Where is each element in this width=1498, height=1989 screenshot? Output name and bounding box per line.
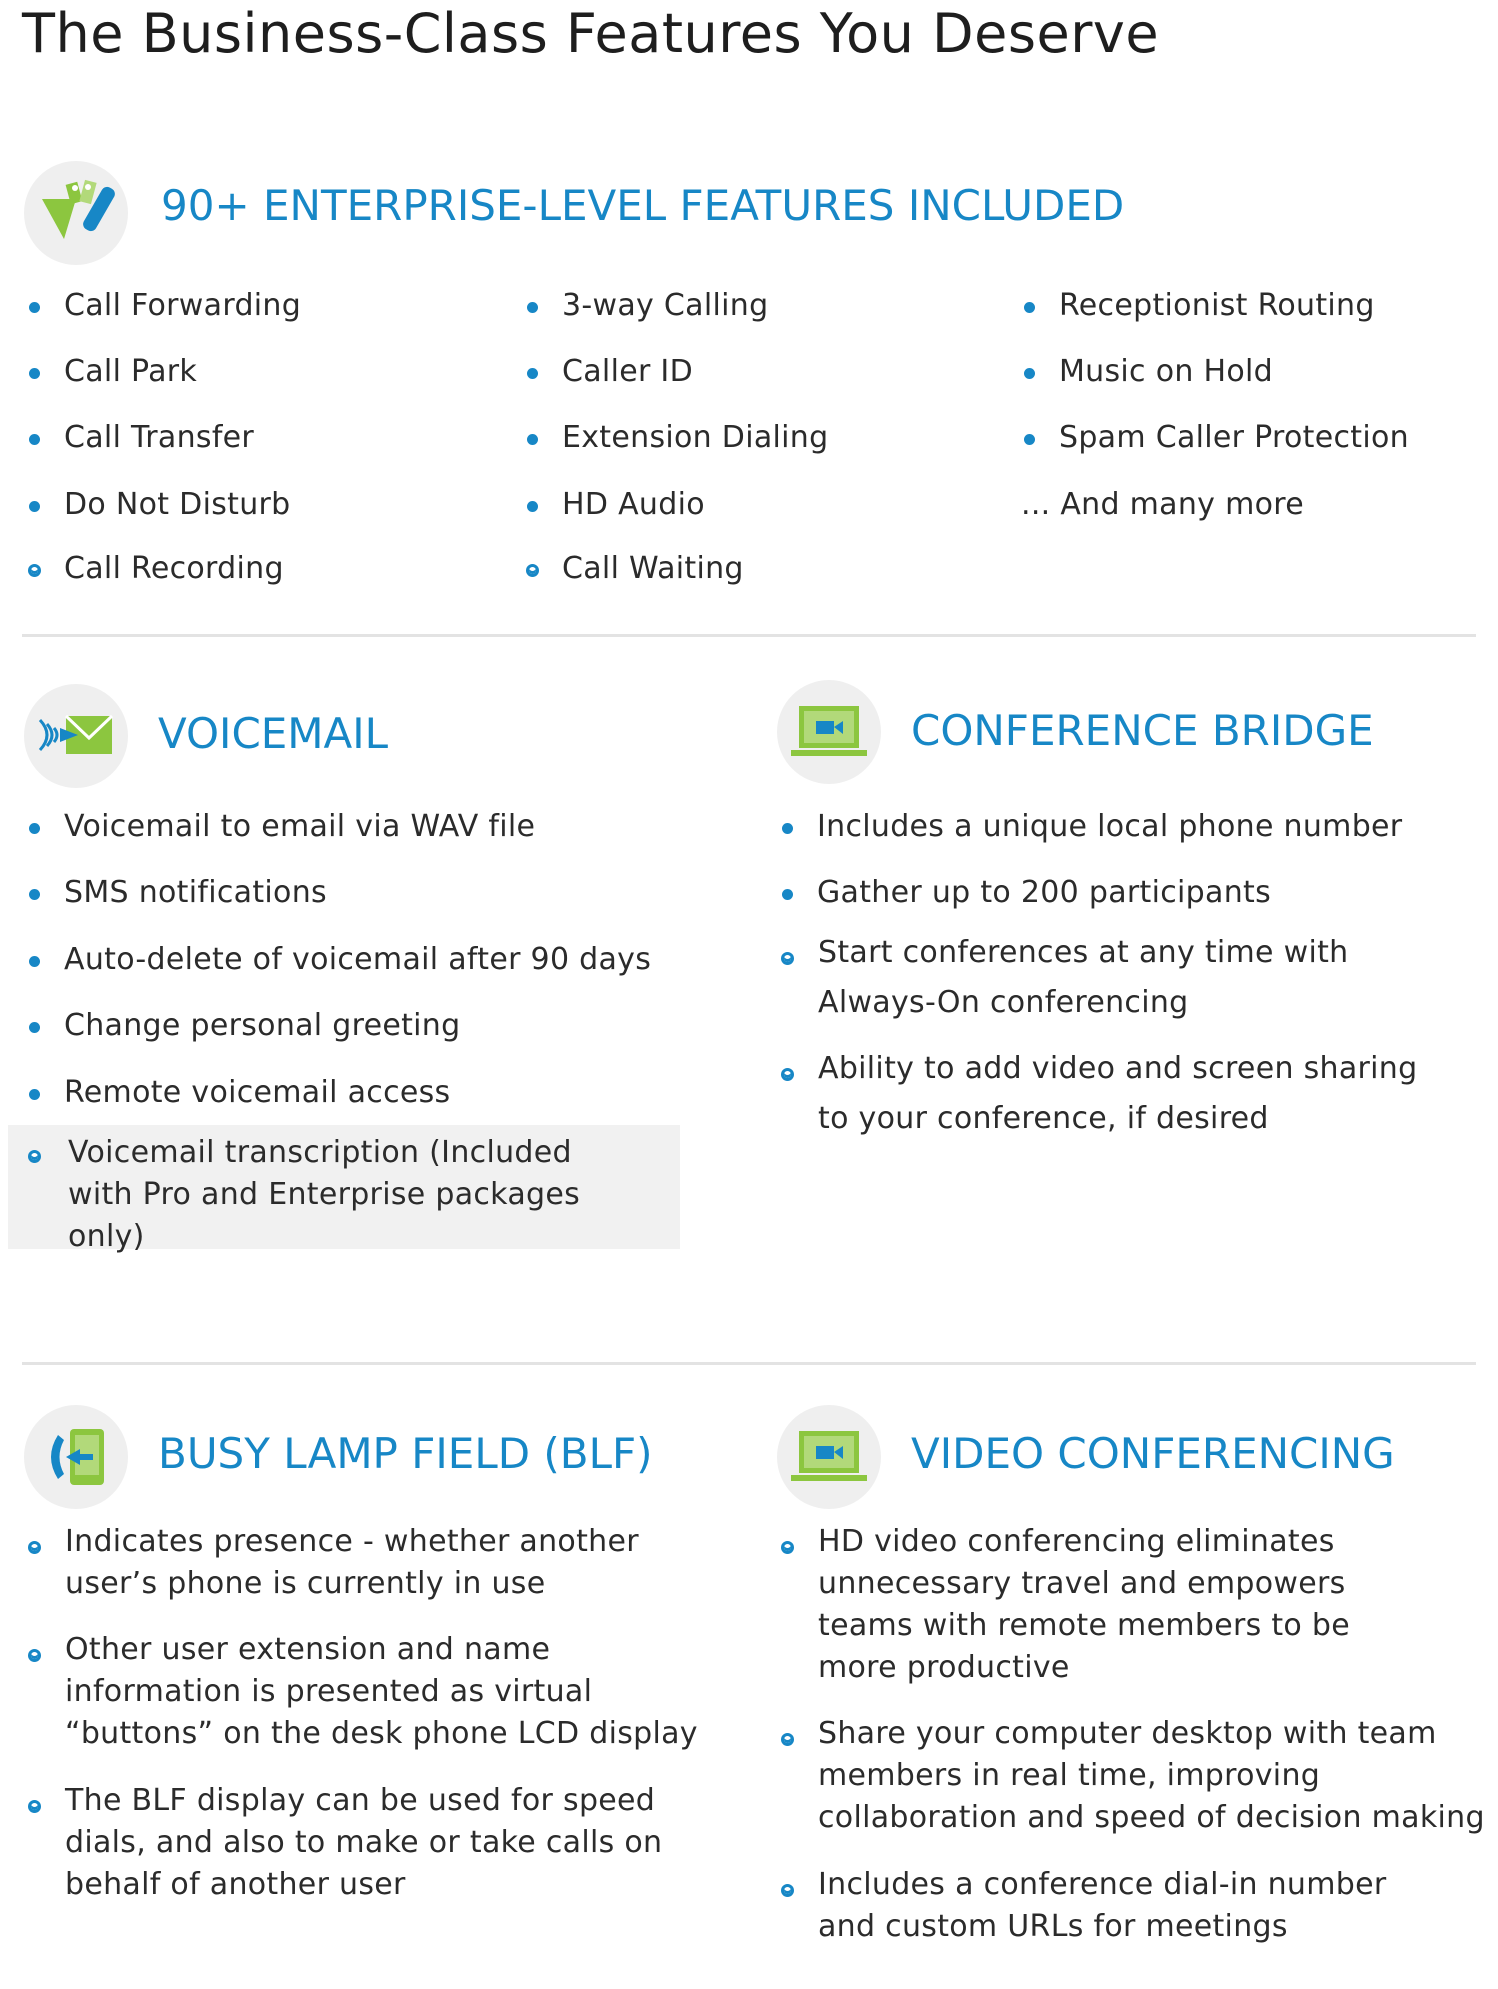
bullet (527, 302, 538, 313)
video-item-line: more productive (818, 1650, 1070, 1685)
video-item-line: Includes a conference dial-in number (818, 1867, 1387, 1902)
blf-item-line: Other user extension and name (65, 1632, 551, 1667)
video-item-line: collaboration and speed of decision maki… (818, 1800, 1485, 1835)
bullet (781, 1068, 794, 1081)
bullet (1024, 302, 1035, 313)
feature-item: Call Forwarding (64, 288, 302, 323)
blf-heading: BUSY LAMP FIELD (BLF) (158, 1429, 653, 1478)
bullet (781, 952, 794, 965)
video-item-line: Share your computer desktop with team (818, 1716, 1437, 1751)
video-item-line: teams with remote members to be (818, 1608, 1350, 1643)
blf-item-line: behalf of another user (65, 1867, 406, 1902)
bullet (28, 1800, 41, 1813)
conference-bridge-item: Always-On conferencing (818, 985, 1189, 1020)
bullet (29, 434, 40, 445)
bullet (28, 1541, 41, 1554)
conference-bridge-item: to your conference, if desired (818, 1101, 1269, 1136)
feature-item: Call Transfer (64, 420, 255, 455)
feature-item: Call Park (64, 354, 198, 389)
video-item-line: and custom URLs for meetings (818, 1909, 1288, 1944)
laptop-video-icon (777, 680, 881, 784)
divider (22, 1362, 1476, 1365)
and-many-more: ... And many more (1021, 487, 1304, 522)
blf-item-line: information is presented as virtual (65, 1674, 593, 1709)
blf-item-line: user’s phone is currently in use (65, 1566, 546, 1601)
bullet (527, 434, 538, 445)
bullet (29, 1089, 40, 1100)
bullet (781, 1884, 794, 1897)
voicemail-heading: VOICEMAIL (158, 709, 389, 758)
conference-bridge-item: Includes a unique local phone number (817, 809, 1403, 844)
feature-item: Extension Dialing (562, 420, 829, 455)
feature-item: Caller ID (562, 354, 693, 389)
feature-item: Receptionist Routing (1059, 288, 1375, 323)
divider (22, 634, 1476, 637)
bullet (29, 823, 40, 834)
feature-item: Spam Caller Protection (1059, 420, 1409, 455)
voicemail-item: Voicemail to email via WAV file (64, 809, 536, 844)
voicemail-item: Remote voicemail access (64, 1075, 451, 1110)
page-title: The Business-Class Features You Deserve (22, 2, 1160, 65)
bullet (29, 368, 40, 379)
voicemail-envelope-icon (24, 684, 128, 788)
voicemail-item: Change personal greeting (64, 1008, 461, 1043)
conference-bridge-item: Start conferences at any time with (818, 935, 1349, 970)
blf-item-line: dials, and also to make or take calls on (65, 1825, 663, 1860)
video-conferencing-heading: VIDEO CONFERENCING (911, 1429, 1395, 1478)
feature-item: 3-way Calling (562, 288, 769, 323)
feature-item: Do Not Disturb (64, 487, 291, 522)
phone-transfer-icon (24, 1405, 128, 1509)
blf-item-line: Indicates presence - whether another (65, 1524, 639, 1559)
bullet (29, 889, 40, 900)
blf-item-line: The BLF display can be used for speed (65, 1783, 656, 1818)
bullet (29, 302, 40, 313)
voicemail-transcription-line: only) (68, 1219, 145, 1254)
feature-item: Call Waiting (562, 551, 744, 586)
conference-bridge-heading: CONFERENCE BRIDGE (911, 706, 1374, 755)
bullet (526, 564, 539, 577)
video-item-line: members in real time, improving (818, 1758, 1321, 1793)
bullet (1024, 368, 1035, 379)
blf-item-line: “buttons” on the desk phone LCD display (65, 1716, 698, 1751)
bullet (527, 368, 538, 379)
bullet (782, 823, 793, 834)
bullet (1024, 434, 1035, 445)
tag-icon (24, 161, 128, 265)
video-item-line: unnecessary travel and empowers (818, 1566, 1346, 1601)
feature-item: Music on Hold (1059, 354, 1273, 389)
bullet (781, 1541, 794, 1554)
laptop-video-icon (777, 1405, 881, 1509)
voicemail-item: SMS notifications (64, 875, 327, 910)
voicemail-transcription-line: Voicemail transcription (Included (68, 1135, 572, 1170)
bullet (781, 1733, 794, 1746)
conference-bridge-item: Ability to add video and screen sharing (818, 1051, 1418, 1086)
highlighted-item-box (8, 1125, 680, 1249)
bullet (29, 1022, 40, 1033)
feature-item: HD Audio (562, 487, 705, 522)
bullet (28, 1150, 41, 1163)
bullet (782, 889, 793, 900)
bullet (28, 564, 41, 577)
voicemail-transcription-line: with Pro and Enterprise packages (68, 1177, 581, 1212)
conference-bridge-item: Gather up to 200 participants (817, 875, 1271, 910)
bullet (527, 501, 538, 512)
voicemail-item: Auto-delete of voicemail after 90 days (64, 942, 652, 977)
feature-item: Call Recording (64, 551, 284, 586)
bullet (29, 501, 40, 512)
video-item-line: HD video conferencing eliminates (818, 1524, 1335, 1559)
bullet (29, 956, 40, 967)
features-heading: 90+ ENTERPRISE-LEVEL FEATURES INCLUDED (161, 181, 1125, 230)
bullet (28, 1649, 41, 1662)
